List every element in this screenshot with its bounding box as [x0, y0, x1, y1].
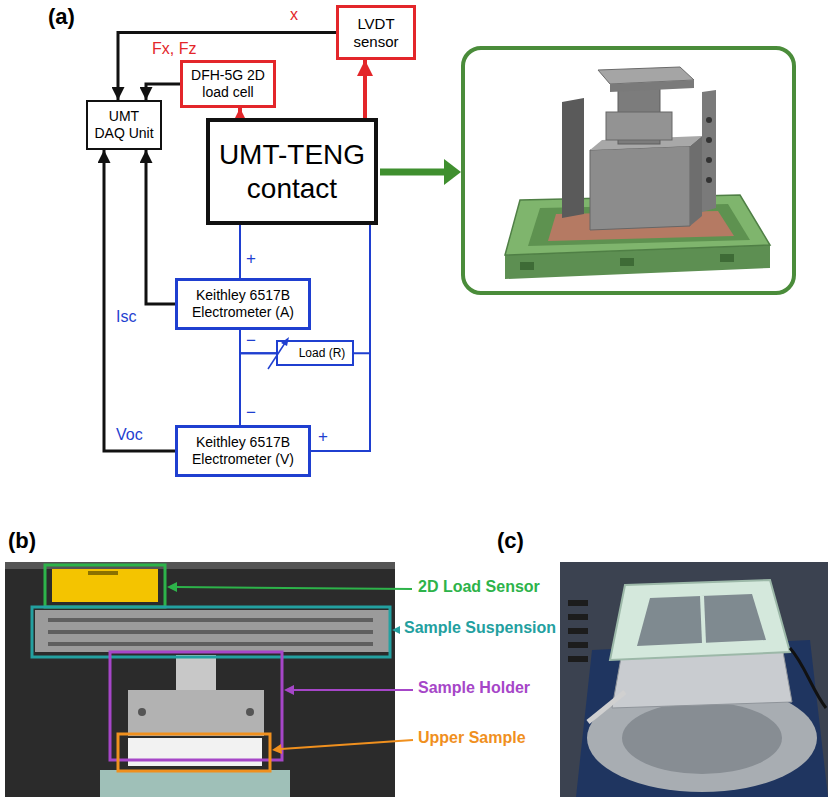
cable	[790, 648, 826, 708]
connector	[238, 108, 242, 118]
suspension-bar	[35, 610, 390, 652]
node-text: DFH-5G 2D load cell	[187, 67, 269, 101]
bolt-hole	[706, 157, 712, 163]
vent-slot	[568, 614, 588, 620]
panel-label: (c)	[497, 530, 524, 552]
top-plate-edge	[610, 80, 694, 92]
lower-fixture	[100, 770, 290, 797]
frame-window	[637, 594, 766, 646]
highlight-box	[110, 652, 282, 760]
panel-label: (b)	[8, 530, 36, 552]
highlight-box	[32, 607, 390, 657]
node-text: Keithley 6517B Electrometer (A)	[182, 287, 304, 321]
vent-slot	[568, 656, 588, 662]
leader-head	[167, 582, 177, 592]
connector	[146, 150, 175, 304]
holder-screw	[246, 708, 254, 716]
holder-block	[128, 690, 264, 736]
leader-line	[281, 740, 413, 749]
node-text: Load (R)	[299, 346, 346, 360]
sensor-box: LVDT sensor	[336, 5, 416, 60]
part-label: 2D Load Sensor	[418, 579, 540, 595]
part-label: Sample Holder	[418, 680, 530, 696]
load-cell-box: DFH-5G 2D load cell	[180, 60, 276, 108]
leader-line	[293, 689, 413, 691]
part-label: Sample Suspension	[404, 620, 556, 636]
base-block-side	[690, 136, 702, 226]
signal-label: Fx, Fz	[150, 40, 198, 58]
polarity-sign: +	[318, 428, 328, 445]
leader-line	[176, 587, 412, 589]
electrometer-box: Keithley 6517B Electrometer (A)	[175, 278, 311, 330]
load-sensor	[52, 569, 158, 602]
highlight-box	[118, 734, 270, 771]
photo-background	[5, 562, 395, 797]
node-text: LVDT sensor	[343, 15, 409, 51]
vent-slot	[568, 600, 588, 606]
holder-column	[176, 655, 216, 693]
connector	[104, 150, 175, 451]
round-stage-inner	[622, 702, 782, 774]
connector	[239, 225, 241, 278]
tray-slot	[720, 254, 734, 262]
vent-slot	[568, 628, 588, 634]
signal-label: Isc	[114, 308, 138, 326]
panel-label: (a)	[48, 6, 75, 28]
bolt-hole	[706, 177, 712, 183]
base-block	[590, 146, 690, 230]
polarity-sign: +	[246, 250, 256, 267]
connector	[240, 330, 276, 353]
highlight-box	[45, 565, 165, 607]
bolt-hole	[706, 137, 712, 143]
suspension-wire	[48, 642, 373, 646]
leader-head	[392, 626, 400, 634]
frame-divider	[702, 596, 704, 643]
sensor-slot	[88, 571, 118, 575]
upper-sample	[128, 738, 262, 766]
render-frame	[463, 48, 794, 293]
connector	[146, 84, 180, 100]
polarity-sign: −	[246, 404, 256, 421]
load-resistor-box: Load (R)	[276, 340, 354, 366]
photo-background	[560, 562, 828, 797]
sample-frame	[610, 580, 790, 660]
connector	[240, 353, 276, 425]
holder-screw	[138, 708, 146, 716]
side-plate	[702, 90, 716, 212]
lever	[588, 692, 625, 722]
node-text: UMT-TENG contact	[214, 138, 370, 205]
node-text: UMT DAQ Unit	[92, 108, 156, 142]
suspension-wire	[48, 618, 373, 622]
daq-box: UMT DAQ Unit	[86, 100, 162, 150]
clamp-block	[606, 112, 672, 140]
green-arrow-shaft	[380, 169, 446, 176]
green-arrow-head	[444, 159, 461, 185]
connector	[311, 225, 370, 451]
leader-head	[284, 685, 294, 695]
machine-base	[576, 640, 828, 797]
signal-label: x	[288, 6, 300, 24]
contact-box: UMT-TENG contact	[206, 118, 378, 225]
connector	[354, 225, 370, 353]
suspension-wire	[48, 630, 373, 634]
polarity-sign: −	[246, 332, 256, 349]
side-plate	[562, 98, 584, 218]
vent-slot	[568, 642, 588, 648]
tray-slot	[620, 258, 634, 266]
node-text: Keithley 6517B Electrometer (V)	[182, 434, 304, 468]
signal-label: Voc	[114, 426, 145, 444]
part-label: Upper Sample	[418, 730, 526, 746]
leader-head	[272, 744, 282, 754]
tray-slot	[520, 262, 534, 270]
connector	[363, 60, 367, 118]
bolt-hole	[706, 117, 712, 123]
electrometer-box: Keithley 6517B Electrometer (V)	[175, 425, 311, 477]
